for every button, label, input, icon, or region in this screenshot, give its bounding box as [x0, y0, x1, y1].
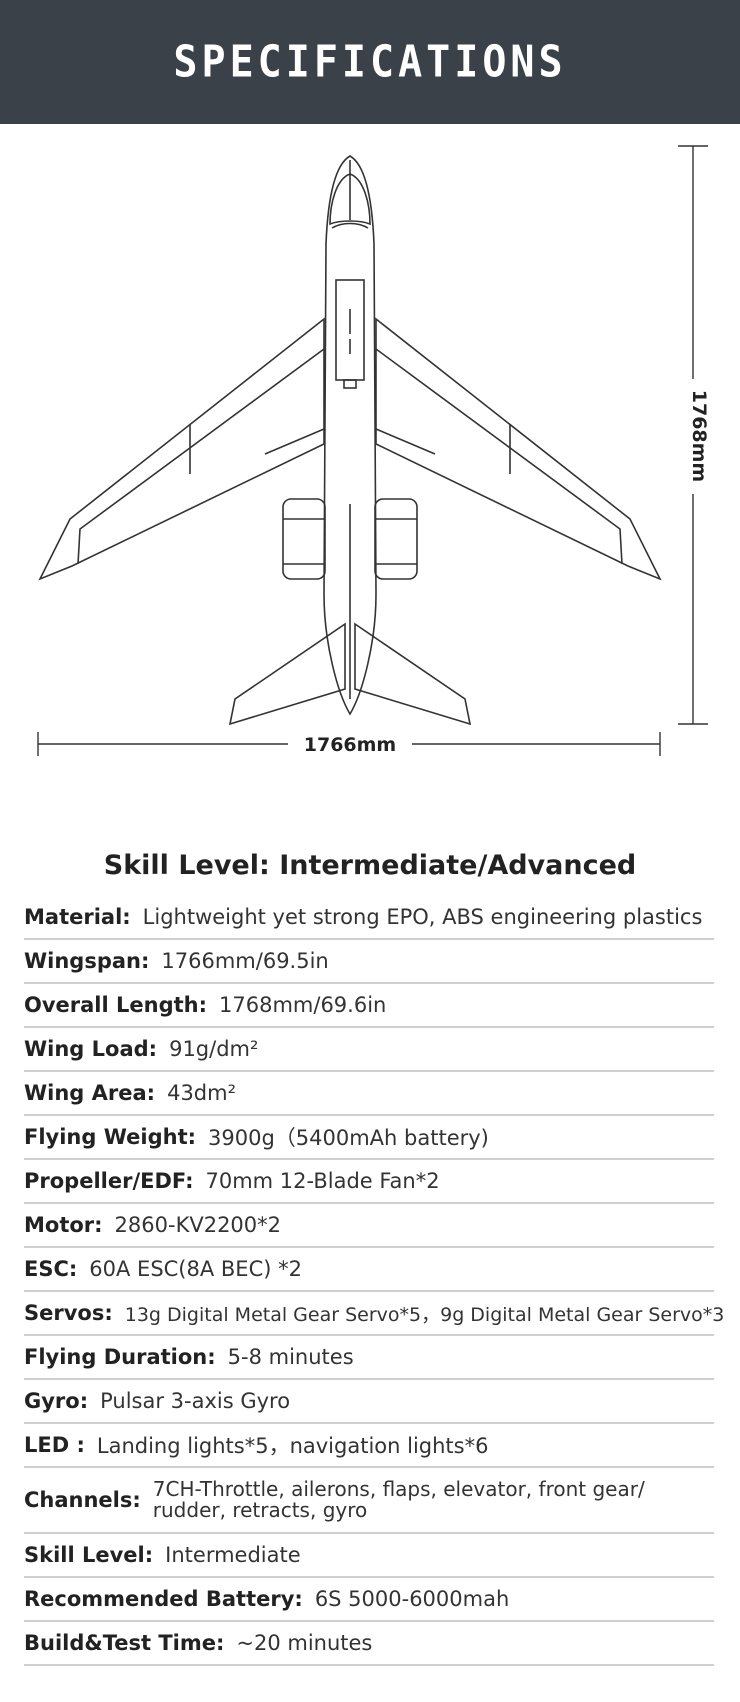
spec-row-wingspan: Wingspan:1766mm/69.5in [24, 940, 714, 984]
width-dimension [37, 732, 661, 756]
right-wing [375, 317, 662, 581]
left-stabilizer [228, 622, 346, 726]
fuselage [323, 155, 377, 716]
right-engine [374, 498, 418, 580]
spec-row-esc: ESC:60A ESC(8A BEC) *2 [24, 1248, 714, 1292]
header-banner: SPECIFICATIONS [0, 0, 740, 124]
spec-table: Material:Lightweight yet strong EPO, ABS… [24, 896, 724, 1666]
spec-row-build-time: Build&Test Time:~20 minutes [24, 1622, 714, 1666]
aircraft-top-view: 1766mm 1768mm [37, 145, 710, 756]
length-dimension [678, 145, 708, 725]
spec-row-skill-level: Skill Level:Intermediate [24, 1534, 714, 1578]
skill-level-heading: Skill Level: Intermediate/Advanced [103, 850, 637, 881]
spec-row-led: LED :Landing lights*5，navigation lights*… [24, 1424, 714, 1468]
spec-row-flying-weight: Flying Weight:3900g（5400mAh battery) [24, 1116, 714, 1160]
spec-row-wing-area: Wing Area:43dm² [24, 1072, 714, 1116]
cockpit [329, 173, 371, 226]
right-stabilizer [354, 622, 472, 726]
spec-row-material: Material:Lightweight yet strong EPO, ABS… [24, 896, 714, 940]
spec-row-propeller: Propeller/EDF:70mm 12-Blade Fan*2 [24, 1160, 714, 1204]
spec-row-gyro: Gyro:Pulsar 3-axis Gyro [24, 1380, 714, 1424]
spec-row-battery: Recommended Battery:6S 5000-6000mah [24, 1578, 714, 1622]
left-wing [38, 317, 325, 581]
spec-row-wing-load: Wing Load:91g/dm² [24, 1028, 714, 1072]
spec-row-channels: Channels:7CH-Throttle, ailerons, flaps, … [24, 1468, 714, 1534]
page-title: SPECIFICATIONS [173, 36, 567, 88]
length-label: 1768mm [688, 390, 710, 482]
spec-row-motor: Motor:2860-KV2200*2 [24, 1204, 714, 1248]
width-label: 1766mm [304, 734, 396, 756]
spec-row-flying-duration: Flying Duration:5-8 minutes [24, 1336, 714, 1380]
left-engine [282, 498, 326, 580]
spec-row-servos: Servos:13g Digital Metal Gear Servo*5，9g… [24, 1292, 724, 1336]
aircraft-diagram: 1766mm 1768mm [0, 124, 740, 824]
spec-row-overall-length: Overall Length:1768mm/69.6in [24, 984, 714, 1028]
